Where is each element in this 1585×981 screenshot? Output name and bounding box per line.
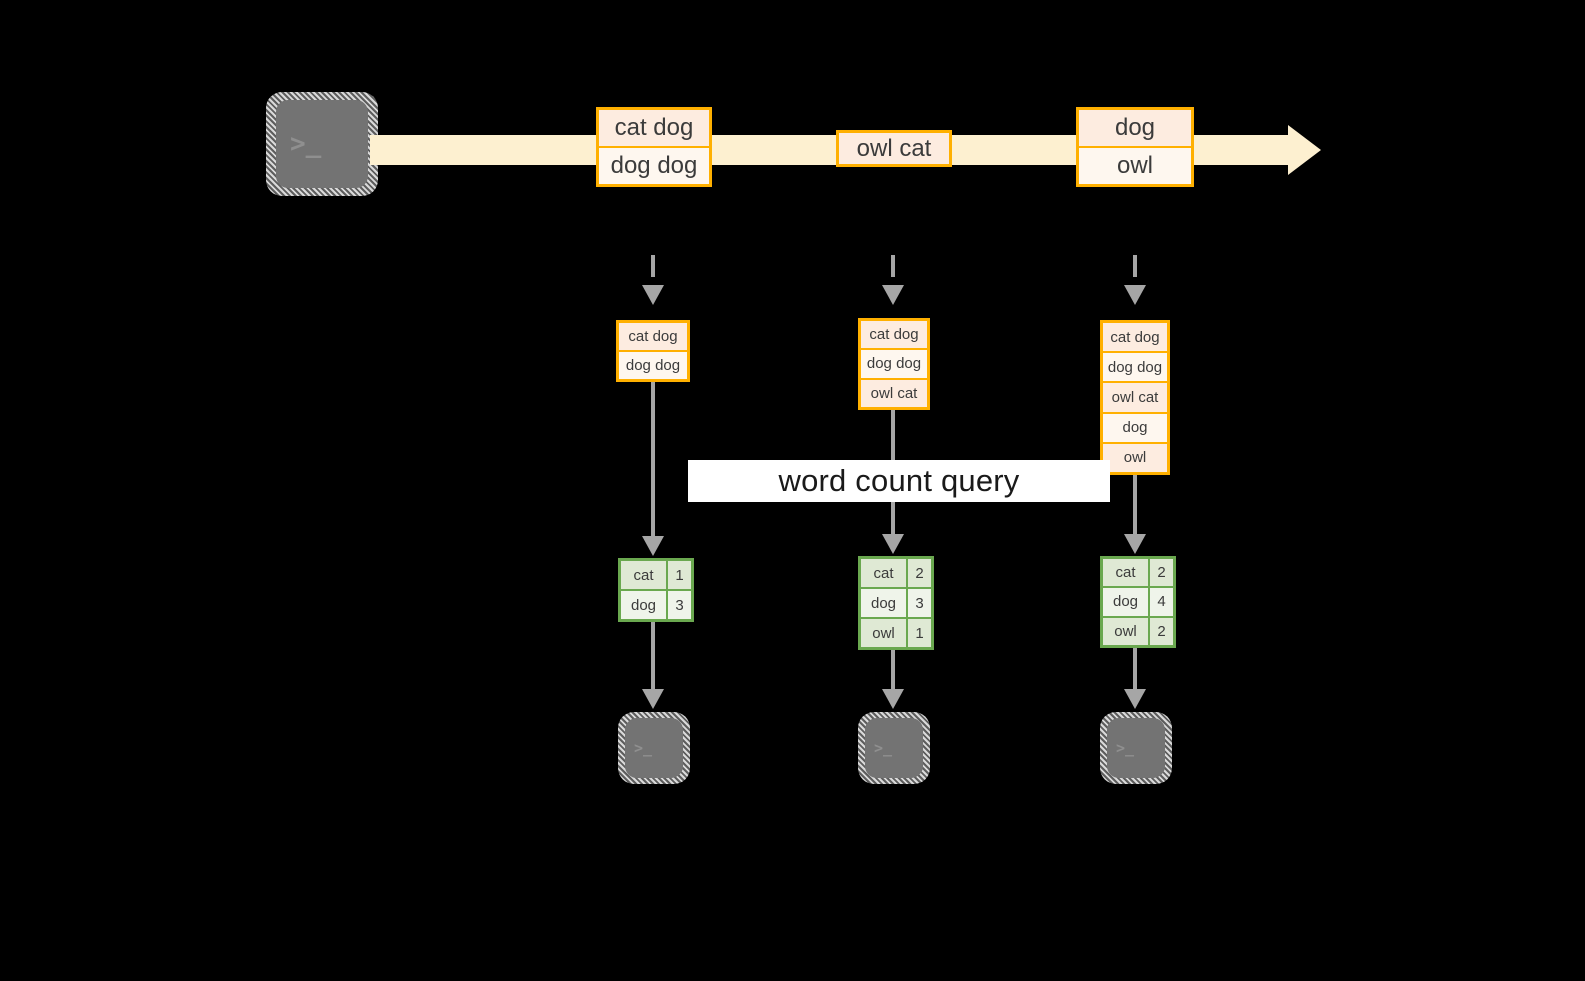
snapshot-3-sink-connector (1133, 648, 1137, 690)
snapshot-input-line: owl cat (1103, 381, 1167, 412)
terminal-prompt-glyph: >_ (1116, 738, 1135, 757)
query-label-text: word count query (778, 463, 1020, 498)
snapshot-input-line: cat dog (619, 323, 687, 350)
terminal-icon[interactable]: >_ (865, 718, 923, 778)
snapshot-input-line: cat dog (861, 321, 927, 349)
stream-record[interactable]: owl cat (836, 130, 952, 167)
result-word: cat (861, 559, 906, 587)
stream-to-snapshot-connector (891, 255, 895, 277)
snapshot-3-query-connector (1133, 475, 1137, 535)
snapshot-input-line: cat dog (1103, 323, 1167, 352)
stream-to-snapshot-connector (1133, 255, 1137, 277)
snapshot-1-sink-arrowhead (642, 689, 664, 709)
result-count: 4 (1148, 588, 1173, 616)
result-count: 3 (666, 591, 691, 619)
stream-record-line: dog (1079, 110, 1191, 146)
result-word: dog (621, 591, 666, 619)
snapshot-input-line: dog dog (1103, 351, 1167, 382)
snapshot-input-line: owl (1103, 441, 1167, 473)
result-word: owl (1103, 617, 1148, 645)
terminal-icon[interactable]: >_ (625, 718, 683, 778)
snapshot-2-input[interactable]: cat dog dog dog owl cat (858, 318, 930, 410)
stream-record[interactable]: dog owl (1076, 107, 1194, 187)
terminal-icon[interactable]: >_ (276, 100, 368, 188)
result-count: 3 (906, 589, 931, 617)
table-row: owl 1 (861, 617, 931, 647)
terminal-prompt-glyph: >_ (290, 129, 322, 159)
result-word: dog (1103, 588, 1148, 616)
snapshot-1-query-arrowhead (642, 536, 664, 556)
snapshot-input-line: dog dog (619, 350, 687, 379)
table-row: owl 2 (1103, 615, 1173, 645)
stream-record-line: owl (1079, 146, 1191, 184)
stream-record[interactable]: cat dog dog dog (596, 107, 712, 187)
result-count: 2 (1148, 617, 1173, 645)
snapshot-3-input[interactable]: cat dog dog dog owl cat dog owl (1100, 320, 1170, 475)
event-stream-arrowhead (1288, 125, 1321, 175)
snapshot-3-result[interactable]: cat 2 dog 4 owl 2 (1100, 556, 1176, 648)
snapshot-1-query-connector (651, 382, 655, 537)
snapshot-3-sink-arrowhead (1124, 689, 1146, 709)
snapshot-1-input[interactable]: cat dog dog dog (616, 320, 690, 382)
table-row: dog 3 (861, 587, 931, 617)
result-word: cat (621, 561, 666, 589)
snapshot-1-sink-connector (651, 622, 655, 690)
snapshot-input-line: dog dog (861, 348, 927, 378)
snapshot-2-sink-arrowhead (882, 689, 904, 709)
snapshot-input-line: owl cat (861, 377, 927, 407)
table-row: dog 3 (621, 589, 691, 619)
stream-to-snapshot-arrowhead (1124, 285, 1146, 305)
table-row: cat 1 (621, 561, 691, 589)
snapshot-3-query-arrowhead (1124, 534, 1146, 554)
stream-record-line: cat dog (599, 110, 709, 146)
terminal-icon[interactable]: >_ (1107, 718, 1165, 778)
stream-to-snapshot-arrowhead (882, 285, 904, 305)
result-word: owl (861, 619, 906, 647)
result-count: 2 (906, 559, 931, 587)
table-row: dog 4 (1103, 586, 1173, 616)
terminal-prompt-glyph: >_ (634, 738, 653, 757)
snapshot-2-sink-connector (891, 650, 895, 690)
terminal-prompt-glyph: >_ (874, 738, 893, 757)
table-row: cat 2 (1103, 559, 1173, 587)
snapshot-1-result[interactable]: cat 1 dog 3 (618, 558, 694, 622)
result-count: 1 (666, 561, 691, 589)
snapshot-2-result[interactable]: cat 2 dog 3 owl 1 (858, 556, 934, 650)
snapshot-2-query-arrowhead (882, 534, 904, 554)
result-count: 1 (906, 619, 931, 647)
table-row: cat 2 (861, 559, 931, 587)
result-word: cat (1103, 559, 1148, 587)
stream-record-line: owl cat (839, 133, 949, 164)
query-label: word count query (688, 460, 1110, 502)
snapshot-input-line: dog (1103, 411, 1167, 442)
stream-to-snapshot-arrowhead (642, 285, 664, 305)
result-count: 2 (1148, 559, 1173, 587)
stream-record-line: dog dog (599, 146, 709, 184)
stream-to-snapshot-connector (651, 255, 655, 277)
result-word: dog (861, 589, 906, 617)
